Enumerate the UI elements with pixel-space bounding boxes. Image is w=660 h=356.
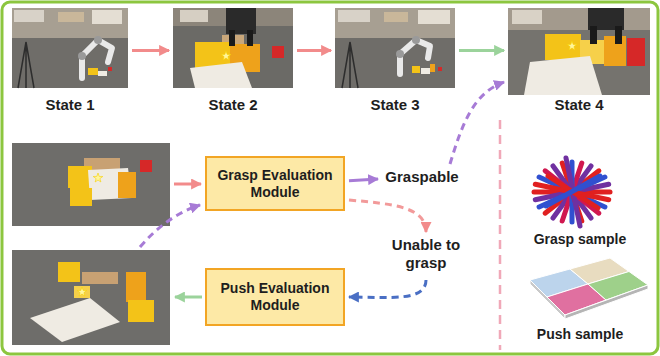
flow-connector [450,82,504,164]
outcome-text: Graspable [382,168,462,190]
module-label: Push Evaluation Module [213,280,337,314]
state-photo: State 4 [508,8,650,114]
flow-connector [349,280,426,297]
state-photo: State 1 [12,8,128,114]
sample-caption: Push sample [515,326,645,343]
flow-arrow [140,205,200,247]
process-box: Grasp Evaluation Module [205,156,345,211]
state-label: State 4 [508,96,650,114]
flow-connector [132,49,169,52]
scene-photo [508,8,650,95]
push-sample-figure [530,258,648,319]
scene-photo [335,8,455,88]
state-label: State 1 [12,96,128,114]
flow-connector [349,200,426,232]
state-label: State 2 [173,96,293,114]
divider-line [499,120,502,350]
flow-connector [297,49,331,52]
scene-photo [12,8,128,88]
flow-arrow [174,183,201,186]
process-box: Push Evaluation Module [205,268,345,326]
outcome-label: Graspable [382,168,462,186]
sample-caption: Grasp sample [515,231,645,248]
flow-connector [349,179,378,181]
state-photo: State 3 [335,8,455,114]
flow-connector [459,49,504,52]
scene-photo [12,250,170,345]
outcome-label: Unable to grasp [386,236,466,272]
grasp-sample-figure [534,158,610,226]
outcome-text: Unable to grasp [386,236,466,276]
flow-arrow [175,296,202,299]
state-label: State 3 [335,96,455,114]
state-photo: State 2 [173,8,293,114]
module-label: Grasp Evaluation Module [213,167,337,201]
scene-photo [173,8,293,88]
scene-photo [12,143,170,226]
